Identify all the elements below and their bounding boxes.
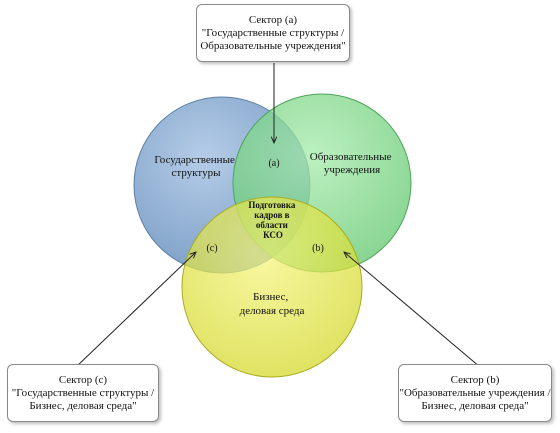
callout-a-line1: "Государственные структуры / xyxy=(201,26,345,39)
connector-b xyxy=(344,252,481,368)
label-government: Государственные структуры xyxy=(154,154,237,179)
callout-c-line1: "Государственные структуры / xyxy=(11,386,155,399)
callout-a-line2: Образовательные учреждения" xyxy=(200,39,346,52)
callout-c-title: Сектор (c) xyxy=(58,373,108,386)
label-business: Бизнес, деловая среда xyxy=(240,291,305,317)
center-label: Подготовка кадров в области КСО xyxy=(248,200,297,240)
callout-b-title: Сектор (b) xyxy=(450,373,500,386)
intersection-b: (b) xyxy=(312,243,324,254)
callout-b-line2: Бизнес, деловая среда" xyxy=(421,399,529,412)
callout-c-line2: Бизнес, деловая среда" xyxy=(29,399,137,412)
callout-sector-b: Сектор (b) "Образовательные учреждения /… xyxy=(398,364,552,422)
intersection-a: (a) xyxy=(268,158,279,169)
connector-c xyxy=(75,252,196,368)
callout-sector-c: Сектор (c) "Государственные структуры / … xyxy=(7,364,159,422)
callout-a-title: Сектор (a) xyxy=(248,13,298,26)
label-education: Образовательные учреждения xyxy=(310,151,394,176)
intersection-c: (c) xyxy=(206,243,217,254)
callout-sector-a: Сектор (a) "Государственные структуры / … xyxy=(196,4,350,62)
circle-business xyxy=(181,196,363,378)
callout-b-line1: "Образовательные учреждения / xyxy=(399,386,551,399)
